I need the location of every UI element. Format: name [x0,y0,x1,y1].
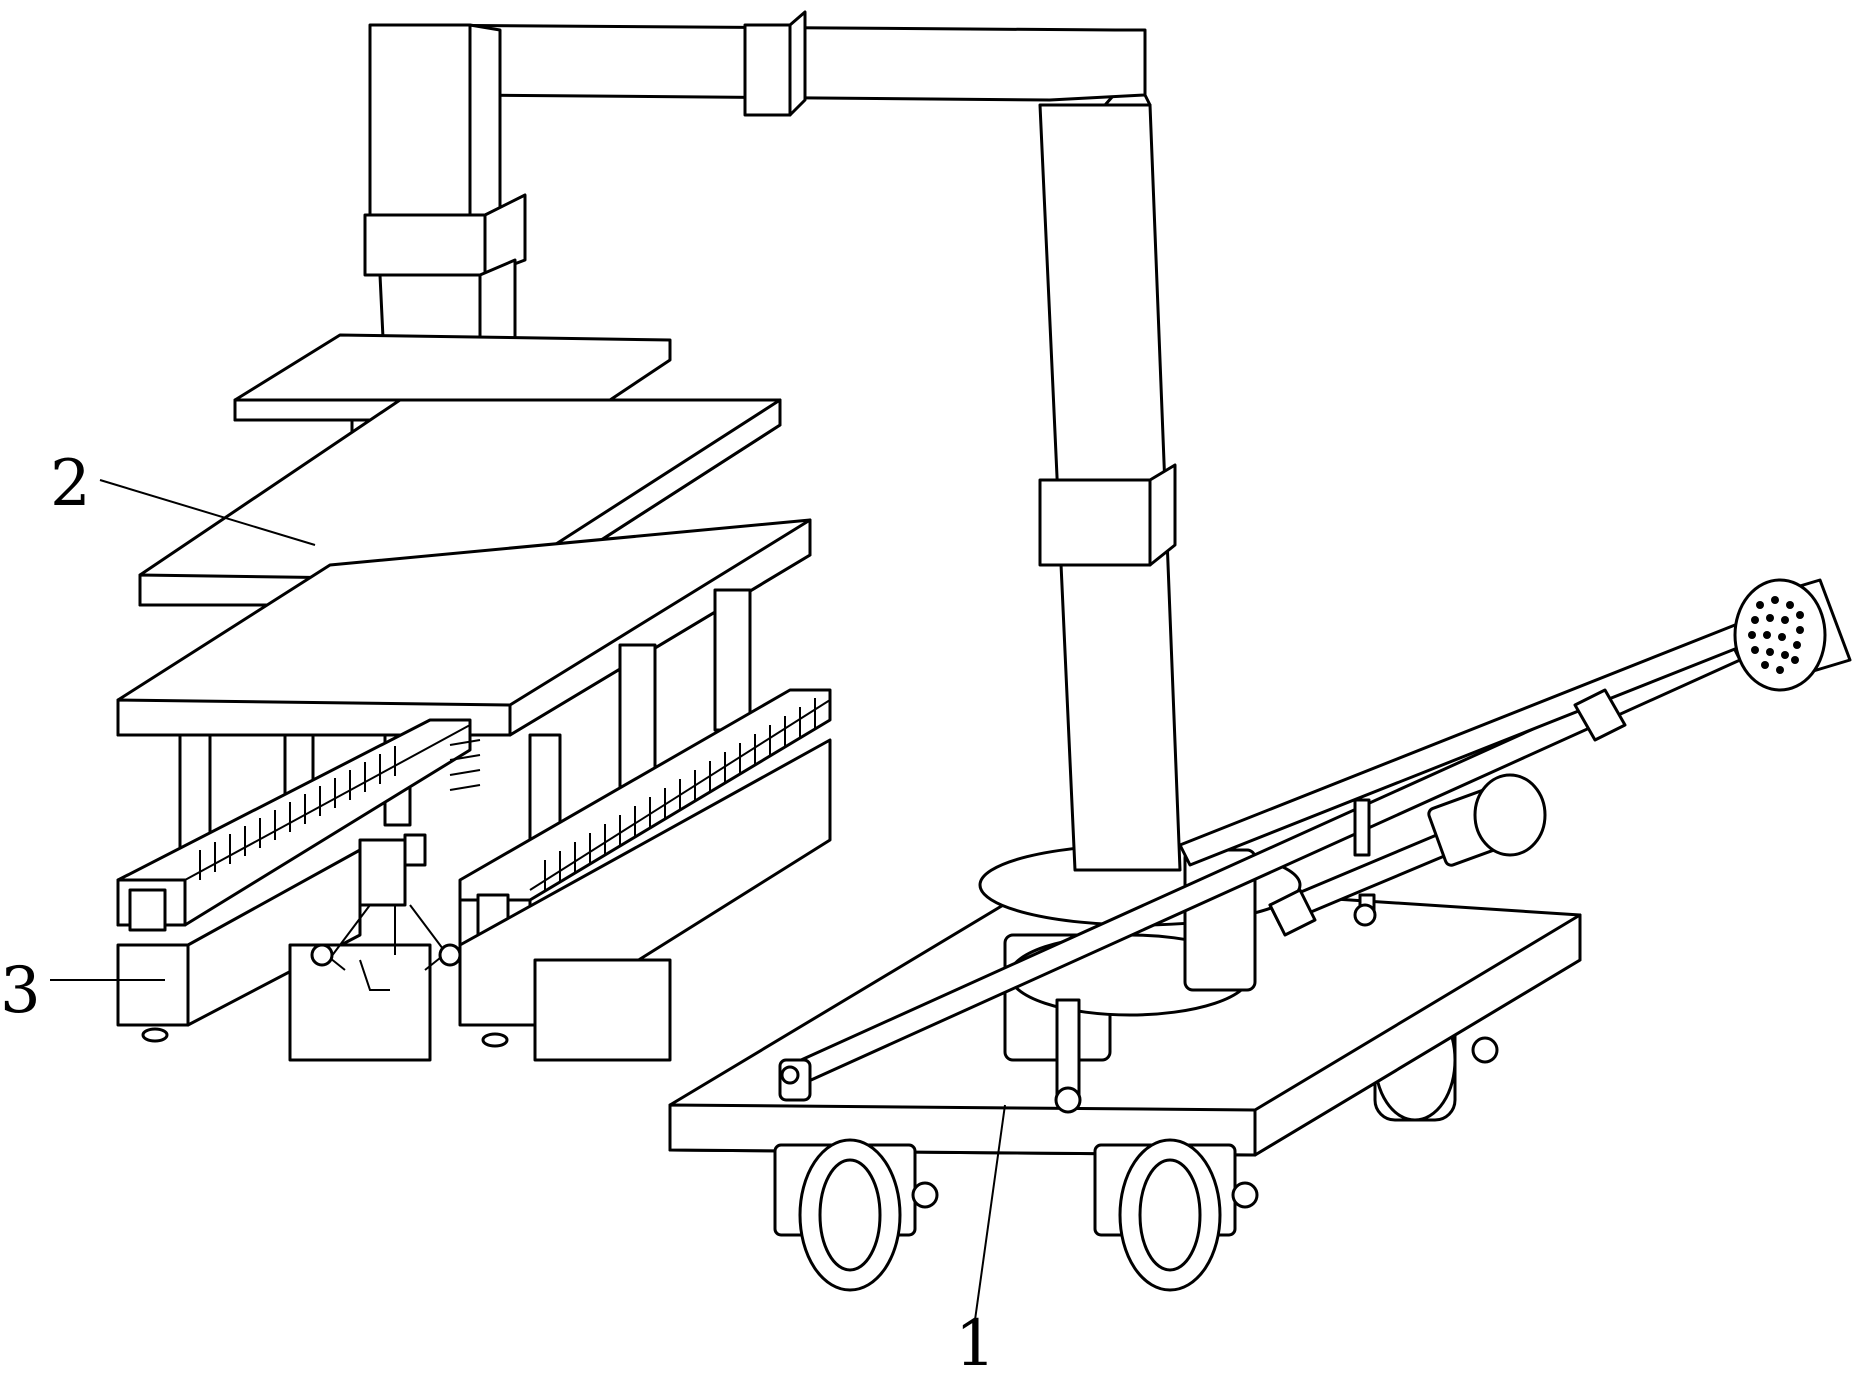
rack-teeth [199,698,816,890]
lift-cylinder [1054,998,1082,1114]
leader-line-1 [974,1104,1006,1321]
callouts: 1 2 3 [0,447,1006,1378]
callout-label-2: 2 [50,447,91,521]
gripper-assembly [116,688,832,1062]
wheel-front-left [773,1138,939,1292]
wheel-front-right [1093,1138,1259,1292]
brush-head [1733,578,1852,692]
gantry-column [363,10,1182,872]
arm-motor [1427,773,1547,867]
base-platform [668,878,1582,1157]
callout-label-3: 3 [0,954,41,1028]
callout-label-1: 1 [955,1307,996,1373]
base-cart [668,843,1582,1292]
extension-arm [778,578,1852,1102]
leader-line-2 [99,479,316,546]
